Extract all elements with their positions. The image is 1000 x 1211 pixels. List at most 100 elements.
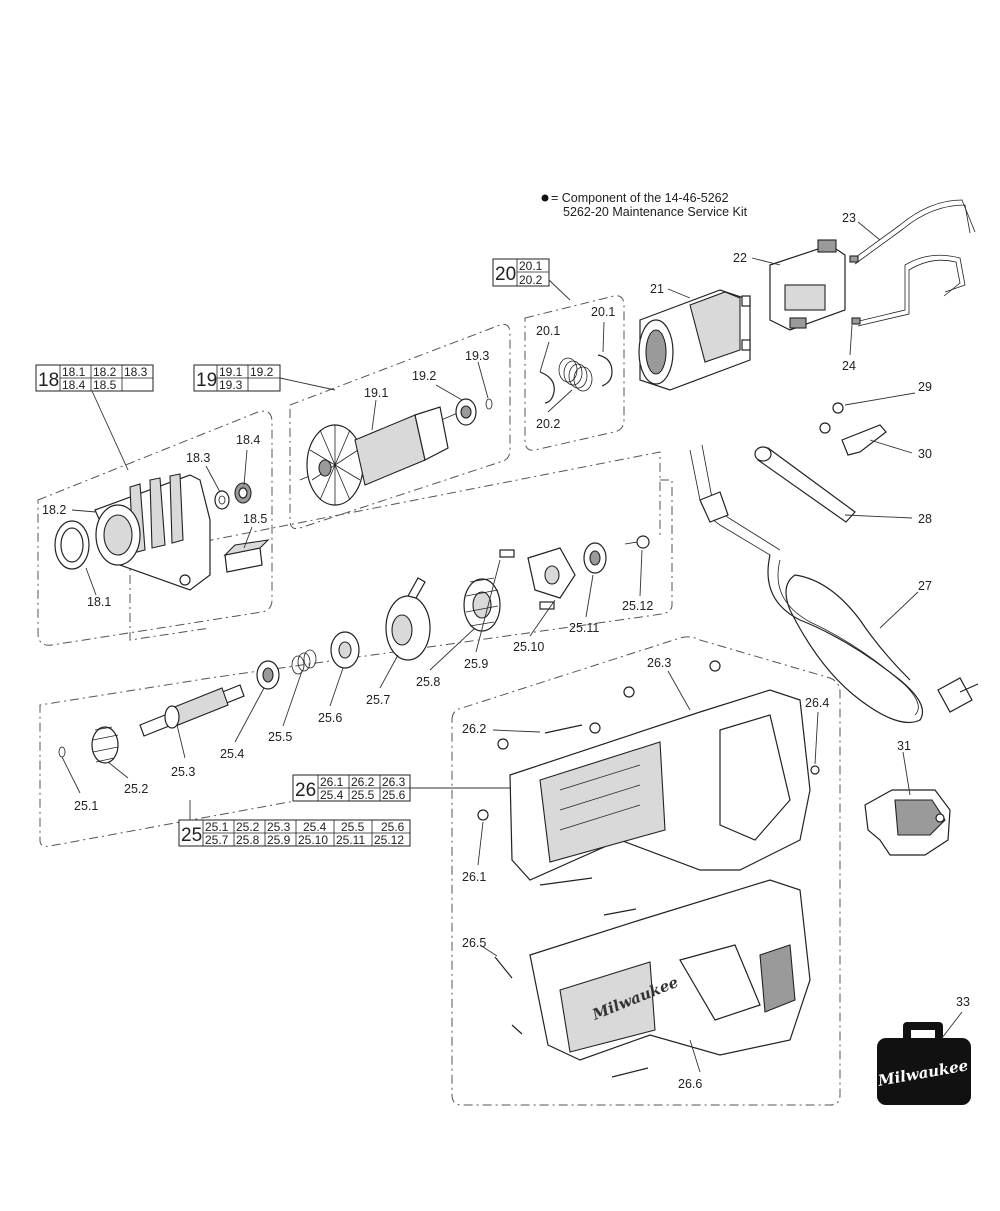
callout-20-1-left: 20.1 bbox=[536, 324, 560, 338]
outline-group-19 bbox=[289, 323, 511, 530]
part-25-2-pinion bbox=[91, 726, 119, 764]
group-box-25-item: 25.1 bbox=[205, 820, 229, 834]
group-box-25: 25 25.1 25.2 25.3 25.4 25.5 25.6 25.7 25… bbox=[178, 819, 411, 847]
callout-31: 31 bbox=[897, 739, 911, 753]
group-box-26-id: 26 bbox=[295, 780, 316, 801]
callout-26-5: 26.5 bbox=[462, 936, 486, 950]
part-20-1-ring-left bbox=[539, 371, 555, 404]
group-box-26-item: 25.5 bbox=[351, 788, 375, 802]
group-box-25-item: 25.12 bbox=[374, 833, 404, 847]
group-box-leaders bbox=[91, 279, 571, 820]
part-22-brush-holder bbox=[769, 239, 846, 331]
part-25-3-shaft bbox=[139, 684, 245, 737]
part-19-1-armature bbox=[299, 406, 461, 506]
group-box-25-item: 25.9 bbox=[267, 833, 291, 847]
group-box-20: 20 20.1 20.2 bbox=[492, 258, 550, 287]
outline-group-26 bbox=[451, 636, 841, 1106]
callout-18-4: 18.4 bbox=[236, 433, 260, 447]
callout-33: 33 bbox=[956, 995, 970, 1009]
group-box-26-item: 25.4 bbox=[320, 788, 344, 802]
part-18-5-grease-pack bbox=[223, 539, 270, 573]
group-box-19-item: 19.2 bbox=[250, 365, 274, 379]
group-box-25-item: 25.6 bbox=[381, 820, 405, 834]
callout-25-11: 25.11 bbox=[569, 621, 599, 635]
part-27-cord bbox=[689, 444, 979, 724]
part-24-lead-wire bbox=[851, 254, 966, 327]
part-25-6-washer bbox=[330, 631, 360, 669]
callout-18-3: 18.3 bbox=[186, 451, 210, 465]
group-box-18-id: 18 bbox=[38, 370, 59, 391]
callout-24: 24 bbox=[842, 359, 856, 373]
kit-bullet-icon bbox=[541, 194, 549, 202]
group-box-25-item: 25.8 bbox=[236, 833, 260, 847]
callout-25-4: 25.4 bbox=[220, 747, 244, 761]
part-26-6-housing-cover: Milwaukee bbox=[529, 879, 811, 1061]
callout-26-3: 26.3 bbox=[647, 656, 671, 670]
part-25-12-screw bbox=[624, 535, 650, 549]
part-25-4-bearing bbox=[256, 660, 280, 690]
group-box-18-item: 18.1 bbox=[62, 365, 86, 379]
callout-21: 21 bbox=[650, 282, 664, 296]
part-18-2-gear-housing bbox=[94, 473, 211, 591]
group-box-18-item: 18.4 bbox=[62, 378, 86, 392]
outline-group-20 bbox=[524, 295, 625, 451]
callout-19-2: 19.2 bbox=[412, 369, 436, 383]
group-box-25-item: 25.11 bbox=[336, 833, 365, 847]
part-25-8-gear bbox=[463, 577, 501, 632]
part-18-4-bearing bbox=[234, 482, 252, 504]
part-26-screws bbox=[477, 660, 820, 1078]
callout-25-12: 25.12 bbox=[622, 599, 653, 613]
group-box-18-item: 18.3 bbox=[124, 365, 148, 379]
group-box-19-item: 19.1 bbox=[219, 365, 243, 379]
part-28-cord-protector bbox=[754, 446, 856, 523]
group-box-20-item: 20.2 bbox=[519, 273, 543, 287]
callout-26-6: 26.6 bbox=[678, 1077, 702, 1091]
callout-26-4: 26.4 bbox=[805, 696, 829, 710]
part-25-7-wobble-plate bbox=[385, 577, 431, 661]
group-box-26-item: 26.1 bbox=[320, 775, 344, 789]
part-25-10-bracket bbox=[499, 547, 576, 599]
callout-25-8: 25.8 bbox=[416, 675, 440, 689]
group-outlines bbox=[37, 295, 841, 1106]
group-box-18-item: 18.5 bbox=[93, 378, 117, 392]
part-19-3-clip bbox=[485, 398, 493, 410]
part-19-2-bearing bbox=[455, 398, 477, 426]
part-25-5-spring bbox=[291, 649, 317, 675]
case-body bbox=[877, 1038, 971, 1105]
legend-line-1: = Component of the 14-46-5262 bbox=[551, 191, 729, 205]
part-33-carrying-case: Milwaukee bbox=[876, 1022, 971, 1105]
callout-18-2: 18.2 bbox=[42, 503, 66, 517]
callout-25-9: 25.9 bbox=[464, 657, 488, 671]
group-box-25-item: 25.2 bbox=[236, 820, 260, 834]
group-box-26-item: 26.3 bbox=[382, 775, 406, 789]
group-box-25-item: 25.7 bbox=[205, 833, 229, 847]
part-20-1-ring-right bbox=[597, 354, 613, 387]
part-18-3-bearing bbox=[214, 490, 230, 510]
group-box-26-item: 25.6 bbox=[382, 788, 406, 802]
part-30-cord-clamp bbox=[841, 424, 887, 456]
group-box-19-id: 19 bbox=[196, 370, 217, 391]
callout-25-3: 25.3 bbox=[171, 765, 195, 779]
group-box-20-id: 20 bbox=[495, 264, 516, 285]
callout-19-1: 19.1 bbox=[364, 386, 388, 400]
callout-25-7: 25.7 bbox=[366, 693, 390, 707]
part-31-switch bbox=[864, 789, 951, 856]
group-box-18: 18 18.1 18.2 18.3 18.4 18.5 bbox=[35, 364, 154, 392]
callout-25-5: 25.5 bbox=[268, 730, 292, 744]
callout-25-1: 25.1 bbox=[74, 799, 98, 813]
part-25-1-clip bbox=[58, 746, 66, 758]
legend: = Component of the 14-46-5262 5262-20 Ma… bbox=[541, 191, 748, 219]
callout-25-2: 25.2 bbox=[124, 782, 148, 796]
group-box-19: 19 19.1 19.2 19.3 bbox=[193, 364, 281, 392]
callout-30: 30 bbox=[918, 447, 932, 461]
callout-23: 23 bbox=[842, 211, 856, 225]
part-21-field bbox=[638, 289, 751, 391]
part-25-11-bearing bbox=[583, 542, 607, 574]
group-box-25-item: 25.10 bbox=[298, 833, 328, 847]
callout-22: 22 bbox=[733, 251, 747, 265]
callout-20-2: 20.2 bbox=[536, 417, 560, 431]
part-26-3-motor-housing bbox=[509, 689, 811, 881]
callout-29: 29 bbox=[918, 380, 932, 394]
outline-group-25 bbox=[39, 451, 673, 847]
